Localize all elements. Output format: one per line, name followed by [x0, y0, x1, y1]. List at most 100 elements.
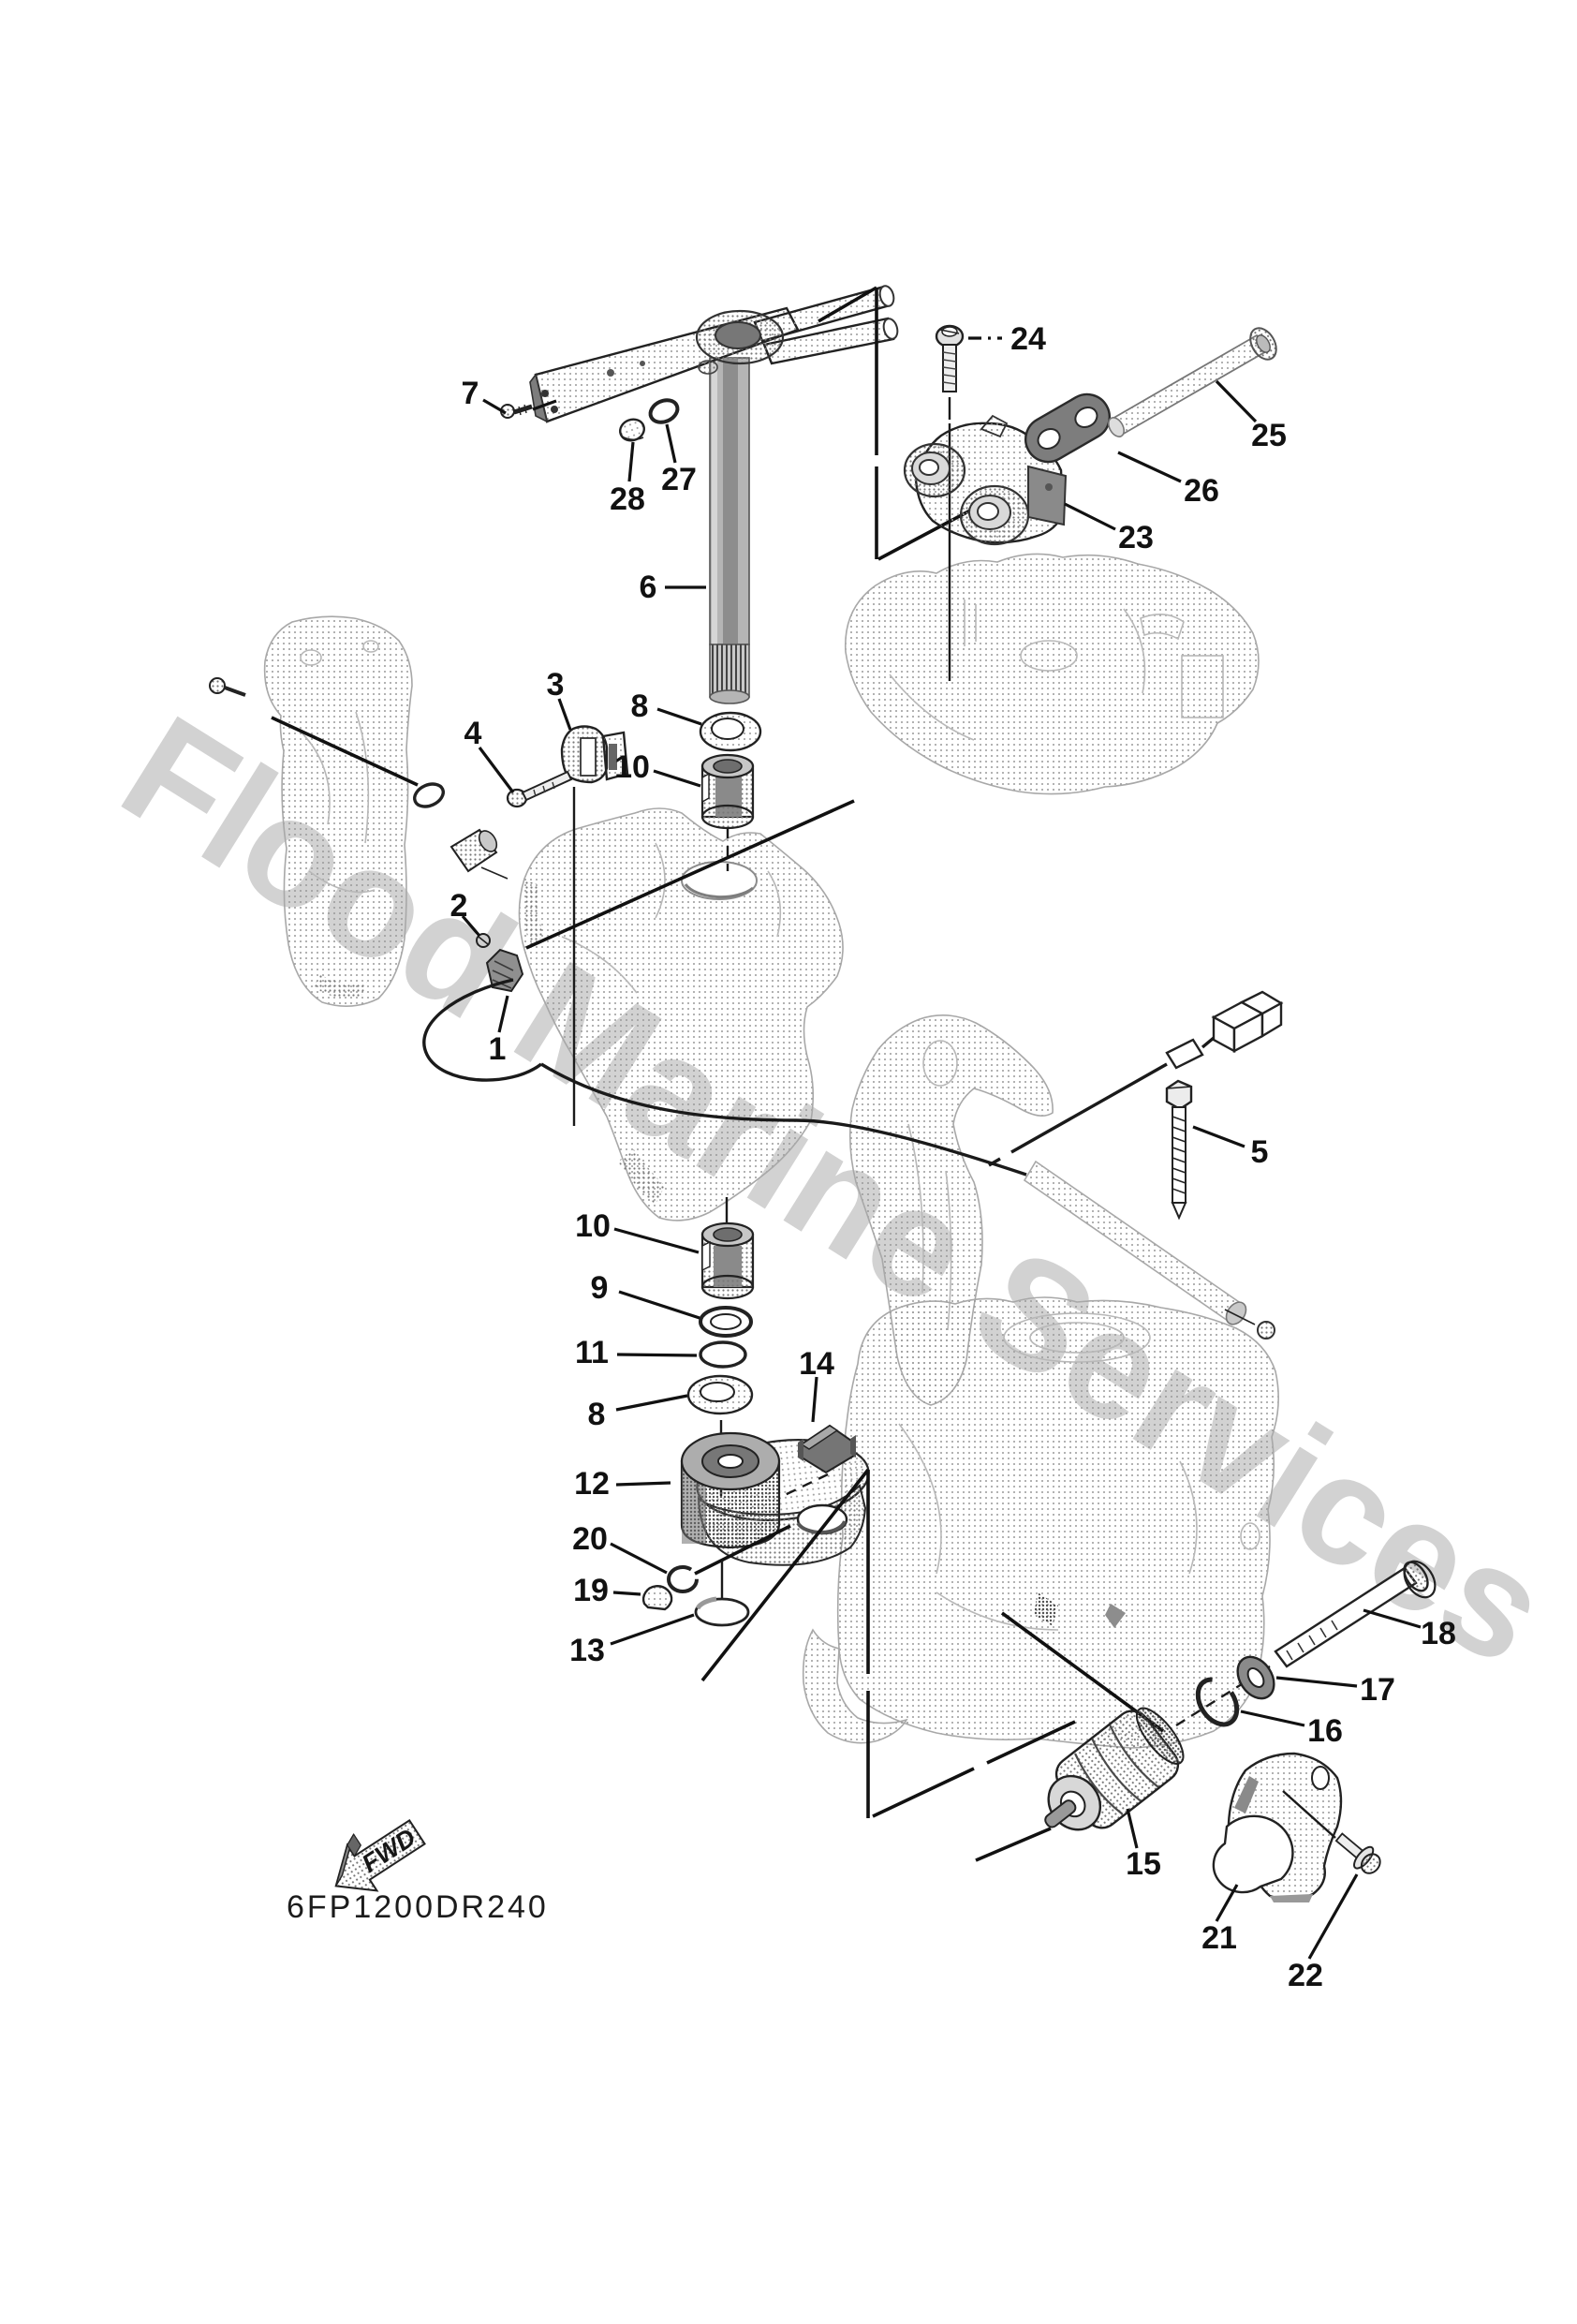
- callout-4: 4: [464, 716, 482, 751]
- callout-leader-18: [1363, 1608, 1422, 1629]
- callout-23: 23: [1118, 520, 1154, 555]
- callout-5: 5: [1251, 1134, 1269, 1170]
- callout-leader-19: [612, 1591, 641, 1596]
- callout-10: 10: [575, 1208, 611, 1244]
- loose-washer-and-bushing: [209, 677, 508, 880]
- damper-block-part-14: [784, 1424, 856, 1497]
- callout-16: 16: [1307, 1713, 1343, 1749]
- diagram-code: 6FP1200DR240: [287, 1889, 549, 1925]
- callout-leader-11: [616, 1353, 698, 1357]
- callout-1: 1: [489, 1031, 507, 1067]
- bolt-part-7: [500, 404, 533, 419]
- callout-leader-10: [613, 1227, 700, 1254]
- callout-leader-4: [478, 747, 515, 793]
- callout-15: 15: [1126, 1846, 1161, 1882]
- frame-line-top: [818, 286, 971, 561]
- callout-13: 13: [569, 1633, 605, 1668]
- callout-27: 27: [661, 462, 697, 497]
- callout-leader-23: [1064, 502, 1116, 531]
- callout-10: 10: [614, 749, 650, 785]
- callout-21: 21: [1201, 1920, 1237, 1956]
- callout-17: 17: [1360, 1672, 1395, 1708]
- steering-yoke-part-12: [680, 1431, 870, 1566]
- bolt-part-4: [506, 770, 573, 808]
- callout-20: 20: [572, 1521, 608, 1557]
- callout-leader-13: [610, 1613, 695, 1646]
- callout-11: 11: [575, 1335, 609, 1370]
- callout-22: 22: [1288, 1958, 1323, 1993]
- callout-7: 7: [462, 376, 479, 411]
- callout-8: 8: [588, 1397, 606, 1432]
- callout-leader-25: [1215, 379, 1258, 423]
- callout-9: 9: [591, 1270, 609, 1306]
- lower-unit-casing: [802, 1296, 1279, 1749]
- callout-leader-26: [1117, 451, 1182, 483]
- callout-leader-1: [497, 995, 509, 1033]
- bushing-part-10-upper: [700, 753, 755, 871]
- callout-26: 26: [1184, 473, 1219, 509]
- screw-part-5: [1165, 1079, 1193, 1221]
- callout-leader-17: [1275, 1676, 1358, 1688]
- wire-clamp-group: [422, 799, 1027, 1177]
- callout-leader-3: [557, 698, 572, 731]
- callout-leader-16: [1240, 1710, 1305, 1727]
- circlip-part-16: [1195, 1677, 1240, 1727]
- callout-12: 12: [574, 1466, 610, 1502]
- callout-leader-27: [665, 423, 677, 464]
- mount-pin-locator-line: [975, 1827, 1052, 1862]
- swivel-bracket: [518, 807, 844, 1221]
- callout-leader-15: [1126, 1808, 1139, 1849]
- callout-leader-8: [615, 1394, 688, 1412]
- plug-part-19: [641, 1585, 673, 1611]
- frame-line-lower: [700, 1468, 1076, 1818]
- callout-leader-28: [627, 441, 635, 482]
- washer-part-13: [694, 1561, 750, 1627]
- steering-shaft-part-6: [709, 357, 750, 704]
- bolt-part-22: [1334, 1832, 1381, 1874]
- rod-part-25: [1108, 327, 1277, 437]
- callout-leader-12: [615, 1481, 671, 1487]
- trim-wire-connector: [988, 990, 1284, 1167]
- steering-bracket-assembly-part-23: [903, 414, 1068, 546]
- callout-25: 25: [1251, 418, 1287, 453]
- callout-leader-21: [1215, 1884, 1239, 1922]
- callout-8: 8: [631, 688, 649, 724]
- callout-leader-2: [461, 914, 481, 938]
- callout-18: 18: [1421, 1616, 1456, 1651]
- callout-leader-9: [618, 1290, 700, 1320]
- o-ring-part-11: [699, 1340, 747, 1369]
- callout-leader-14: [811, 1376, 818, 1423]
- callout-2: 2: [450, 888, 468, 924]
- callout-28: 28: [610, 481, 645, 517]
- callout-leader-7: [482, 398, 507, 415]
- callout-leader-22: [1307, 1873, 1359, 1960]
- tilt-rod: [1023, 1160, 1275, 1340]
- washer-part-17: [1236, 1655, 1275, 1700]
- washer-part-27: [648, 398, 680, 424]
- plate-part-26: [1024, 392, 1111, 464]
- callout-19: 19: [573, 1573, 609, 1608]
- cap-part-28: [619, 418, 645, 442]
- callout-6: 6: [640, 570, 657, 605]
- o-ring-part-9: [699, 1306, 753, 1338]
- callout-24: 24: [1010, 321, 1046, 357]
- callout-3: 3: [547, 667, 565, 703]
- washer-part-8-lower: [686, 1374, 754, 1415]
- rubber-mount-part-15: [1044, 1707, 1185, 1831]
- callout-leader-10: [653, 769, 701, 788]
- upper-casing: [844, 553, 1260, 795]
- o-ring-part-20: [667, 1524, 791, 1593]
- callout-leader-8: [656, 707, 702, 726]
- tiller-arm: [529, 285, 899, 423]
- washer-part-8-upper: [699, 711, 762, 752]
- bushing-part-10-lower: [700, 1221, 755, 1300]
- left-transom-bracket: [263, 615, 413, 1007]
- bolt-part-18: [1175, 1560, 1437, 1727]
- callout-leader-20: [610, 1542, 668, 1575]
- callout-leader-5: [1192, 1125, 1245, 1148]
- callout-leader-7: [532, 399, 557, 411]
- callout-14: 14: [799, 1346, 834, 1382]
